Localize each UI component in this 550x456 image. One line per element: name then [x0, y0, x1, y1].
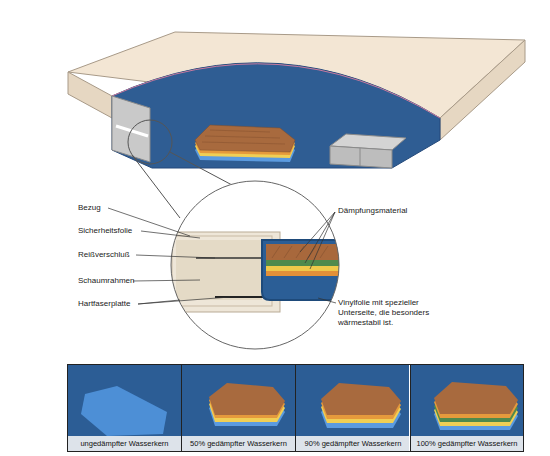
- panel-background: [67, 364, 181, 452]
- leader-line: [136, 255, 215, 258]
- leader-line: [318, 298, 336, 303]
- mattress-side: [440, 40, 525, 140]
- panel-box: 100% gedämpfter Wasserkern: [410, 364, 524, 452]
- leader-line: [305, 212, 335, 263]
- panel-background: [410, 364, 524, 452]
- panel-box: 50% gedämpfter Wasserkern: [181, 364, 296, 452]
- hardboard: [116, 126, 148, 136]
- damping-layer: [209, 383, 285, 415]
- panel-illustration: [295, 364, 409, 452]
- panel-box: 90% gedämpfter Wasserkern: [295, 364, 411, 452]
- part-label: Bezug: [78, 203, 158, 213]
- text-band: [181, 436, 295, 452]
- part-label: Schaumrahmen: [78, 276, 158, 286]
- foam-frame: [330, 146, 392, 168]
- leader-line: [310, 212, 335, 269]
- panel-illustration: [410, 364, 524, 452]
- part-label: Hartfaserplatte: [78, 299, 158, 309]
- panel-background: [295, 364, 409, 452]
- panel-illustration: [67, 364, 181, 452]
- foam-seam: [360, 148, 361, 166]
- leader-line: [300, 212, 335, 252]
- leader-line: [138, 297, 230, 304]
- foam-frame: [176, 240, 262, 300]
- panel-box: ungedämpfter Wasserkern: [67, 364, 182, 452]
- damping-layer: [434, 382, 518, 414]
- part-label: Reißverschluß: [78, 250, 158, 260]
- damping-layer: [321, 383, 401, 415]
- water-core: [112, 63, 440, 168]
- panel-caption: ungedämpfter Wasserkern: [68, 439, 181, 448]
- callout-line: [132, 155, 180, 218]
- damping-layer: [266, 271, 346, 276]
- damping-layer: [266, 244, 346, 260]
- panel-caption: 90% gedämpfter Wasserkern: [296, 439, 410, 448]
- fibre-hatch: [202, 130, 285, 144]
- panel-background: [181, 364, 295, 452]
- part-label: Dämpfungsmaterial: [338, 206, 438, 216]
- callout-circle: [128, 120, 172, 164]
- vinyl-pocket: [262, 240, 345, 300]
- safety-foil: [112, 64, 440, 118]
- panel-caption: 100% gedämpfter Wasserkern: [411, 439, 523, 448]
- leader-line: [141, 231, 200, 238]
- mattress-side: [68, 72, 112, 118]
- text-band: [410, 436, 524, 452]
- leader-line: [133, 280, 200, 281]
- panel-illustration: [181, 364, 295, 452]
- damping-layer: [266, 266, 346, 271]
- panel-caption: 50% gedämpfter Wasserkern: [182, 439, 295, 448]
- text-band: [295, 436, 409, 452]
- text-band: [67, 436, 181, 452]
- part-label: Sicherheitsfolie: [78, 226, 158, 236]
- callout-line: [170, 152, 232, 185]
- damping-layer: [195, 125, 295, 152]
- safety-foil: [172, 236, 272, 306]
- part-label: Vinylfolie mit spezieller Unterseite, di…: [338, 298, 453, 328]
- water-core: [81, 386, 167, 436]
- callout-circle: [171, 181, 339, 349]
